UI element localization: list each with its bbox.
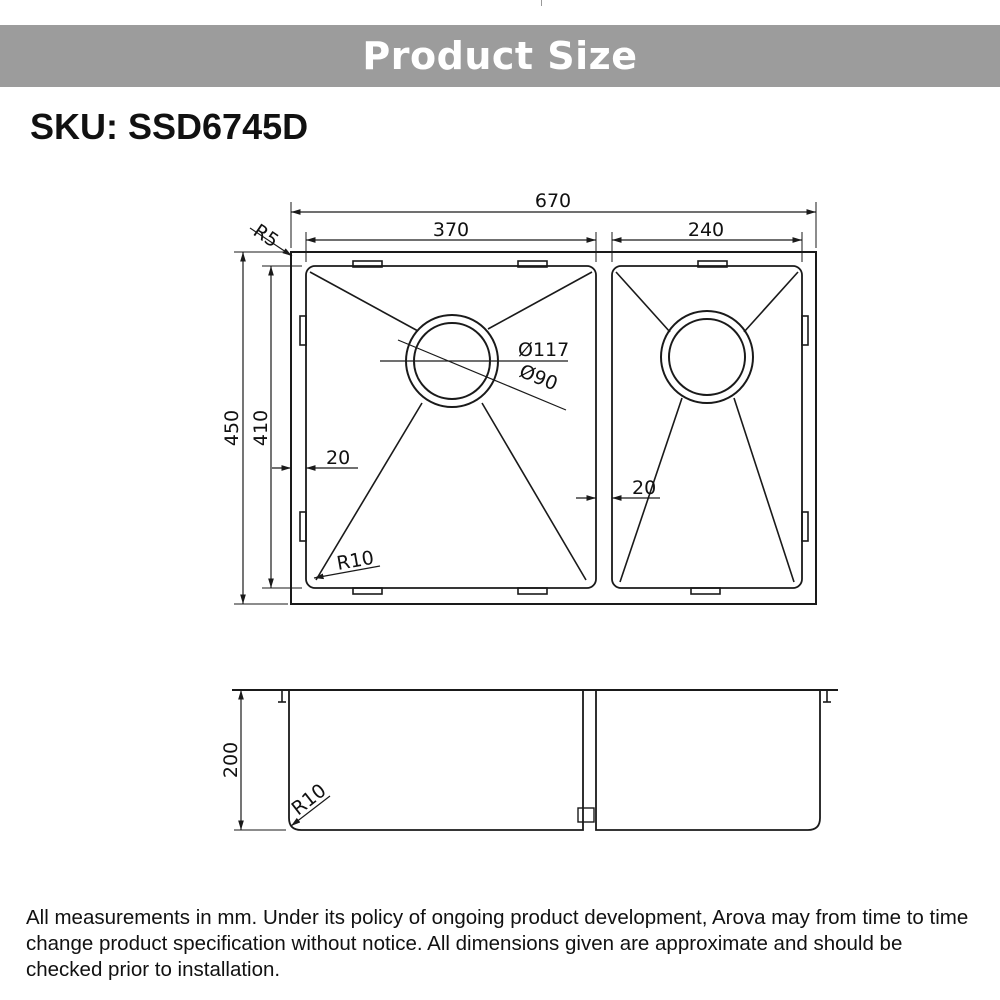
mount-clip [517, 260, 548, 268]
waste-inner-label: Ø90 [516, 360, 561, 395]
plan-view [234, 202, 817, 605]
side-radius-label: R10 [288, 780, 331, 820]
right-waste-outer [660, 310, 754, 404]
top-tick-mark [541, 0, 542, 6]
mount-clip [517, 587, 548, 595]
mount-clip [697, 260, 728, 268]
side-dimension-labels: 200 R10 [220, 742, 331, 820]
bowl-radius-label: R10 [335, 547, 376, 575]
left-bowl [305, 265, 597, 589]
mount-clip [352, 587, 383, 595]
mount-clip [801, 511, 809, 542]
left-margin-label: 20 [326, 447, 350, 469]
sku-label: SKU: SSD6745D [30, 106, 309, 147]
right-waste-inner [668, 318, 746, 396]
divider-width-label: 20 [632, 477, 656, 499]
overall-width-label: 670 [535, 190, 571, 212]
disclaimer-note: All measurements in mm. Under its policy… [26, 906, 969, 981]
waste-outer-label: Ø117 [518, 339, 569, 361]
sink-outline [290, 251, 817, 605]
mount-clip [299, 315, 307, 346]
right-bowl-profile [595, 690, 821, 831]
side-view [232, 689, 838, 831]
mount-clip [352, 260, 383, 268]
mount-clip [299, 511, 307, 542]
left-bowl-width-label: 370 [433, 219, 469, 241]
height-label: 200 [220, 742, 242, 778]
right-bowl [611, 265, 803, 589]
right-bowl-width-label: 240 [688, 219, 724, 241]
bowl-depth-label: 410 [250, 410, 272, 446]
top-radius-label: R5 [249, 220, 282, 252]
mount-clip [690, 587, 721, 595]
overall-depth-label: 450 [221, 410, 243, 446]
left-bowl-profile [288, 690, 584, 831]
page-title: Product Size [362, 34, 638, 78]
mount-clip [801, 315, 809, 346]
header-banner: Product Size [0, 25, 1000, 87]
plan-dimension-labels: 670 370 240 450 410 R5 20 20 Ø117 Ø90 R1… [221, 190, 724, 575]
divider-block [577, 807, 595, 823]
